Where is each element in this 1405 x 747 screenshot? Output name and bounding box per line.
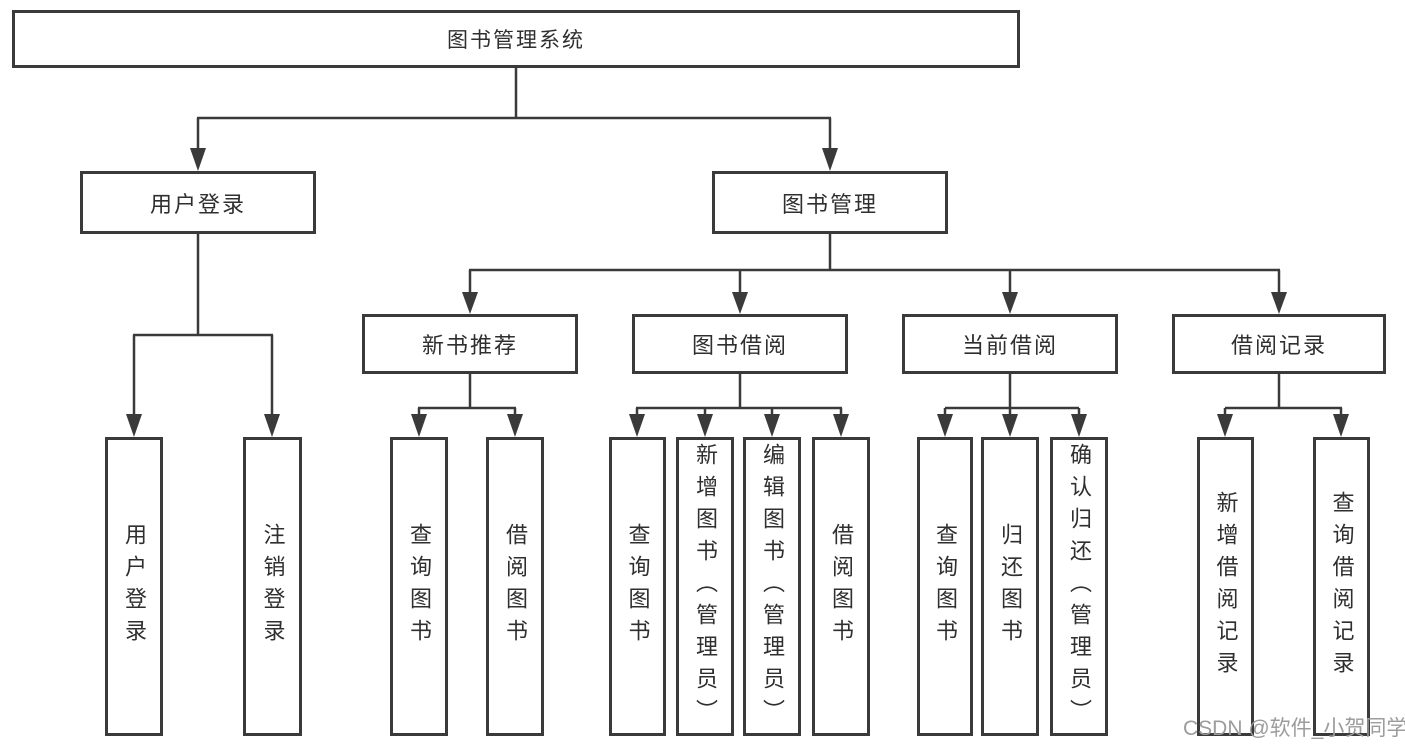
node-book-borrow: 图书借阅 <box>632 314 848 374</box>
leaf-nbr-borrow-book: 借阅图书 <box>486 437 544 736</box>
leaf-br-add-record: 新增借阅记录 <box>1197 437 1254 736</box>
node-current-borrow: 当前借阅 <box>902 314 1118 374</box>
leaf-cb-query-book: 查询图书 <box>917 437 973 736</box>
connector-bookmgmt-to-level3 <box>462 234 1287 314</box>
leaf-label: 新增借阅记录 <box>1213 490 1239 683</box>
leaf-logout: 注销登录 <box>243 437 302 736</box>
node-label: 图书借阅 <box>691 333 788 358</box>
node-label: 图书管理系统 <box>447 29 585 52</box>
leaf-label: 查询图书 <box>407 522 432 651</box>
leaf-cb-confirm-return-admin: 确认归还（管理员） <box>1050 437 1108 736</box>
leaf-label: 确认归还（管理员） <box>1067 442 1092 731</box>
connector-newbookrec-to-leaves <box>411 374 523 437</box>
leaf-label: 查询图书 <box>933 522 958 651</box>
leaf-nbr-query-book: 查询图书 <box>390 437 448 736</box>
leaf-user-login: 用户登录 <box>105 437 163 736</box>
connector-userlogin-to-leaves <box>126 234 280 437</box>
leaf-label: 借阅图书 <box>503 522 528 651</box>
node-label: 借阅记录 <box>1230 333 1327 358</box>
leaf-label: 查询图书 <box>625 522 651 651</box>
leaf-label: 借阅图书 <box>829 522 854 651</box>
leaf-bb-edit-book-admin: 编辑图书（管理员） <box>743 437 801 736</box>
leaf-bb-add-book-admin: 新增图书（管理员） <box>676 437 734 736</box>
node-label: 当前借阅 <box>961 333 1058 358</box>
leaf-label: 注销登录 <box>260 522 286 651</box>
leaf-label: 新增图书（管理员） <box>693 442 718 731</box>
node-new-book-recommend: 新书推荐 <box>362 314 578 374</box>
leaf-label: 查询借阅记录 <box>1329 490 1355 683</box>
leaf-label: 用户登录 <box>122 522 147 651</box>
connector-borrowrecord-to-leaves <box>1217 374 1349 437</box>
node-borrow-record: 借阅记录 <box>1172 314 1386 374</box>
leaf-label: 归还图书 <box>998 522 1023 651</box>
node-label: 用户登录 <box>149 191 246 217</box>
node-label: 新书推荐 <box>421 333 518 358</box>
csdn-watermark: CSDN @软件_小贺同学 <box>1183 717 1405 740</box>
node-label: 图书管理 <box>781 191 878 217</box>
connector-bookborrow-to-leaves <box>629 374 849 437</box>
leaf-label: 编辑图书（管理员） <box>760 442 785 731</box>
leaf-bb-query-book: 查询图书 <box>609 437 666 736</box>
node-user-login: 用户登录 <box>80 171 316 234</box>
connector-currentborrow-to-leaves <box>937 374 1087 437</box>
leaf-br-query-record: 查询借阅记录 <box>1313 437 1370 736</box>
node-system-root: 图书管理系统 <box>12 10 1020 68</box>
leaf-bb-borrow-book: 借阅图书 <box>812 437 870 736</box>
connector-root-to-level2 <box>190 68 838 171</box>
node-book-management: 图书管理 <box>712 171 948 234</box>
leaf-cb-return-book: 归还图书 <box>981 437 1039 736</box>
